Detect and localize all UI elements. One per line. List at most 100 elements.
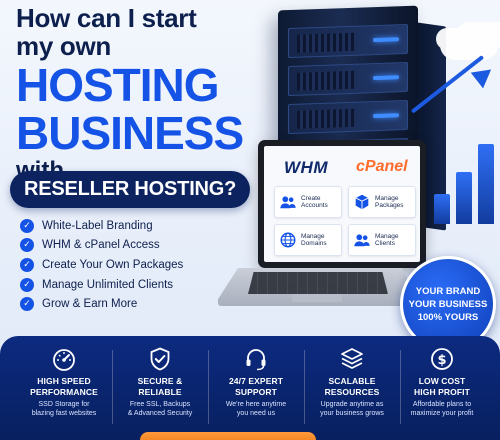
benefit-desc: Affordable plans to maximize your profit [392,400,492,418]
tile-label-line: Packages [375,202,404,209]
feature-label: Grow & Earn More [42,298,138,311]
headline-line-1: How can I start [16,3,197,33]
tile-manage-domains[interactable]: Manage Domains [274,224,342,256]
badge-line: 100% YOURS [417,311,479,323]
headline-business: BUSINESS [16,107,244,159]
headset-icon [246,349,266,371]
cta-button[interactable] [140,432,316,440]
feature-label: WHM & cPanel Access [42,239,160,252]
benefit-desc-line: Upgrade anytime as [320,401,384,408]
benefit-desc-line: blazing fast websites [31,410,97,417]
benefit-desc-line: maximize your profit [410,410,474,417]
server-unit [288,99,408,135]
laptop-screen: WHM cPanel Create Accounts Manage Packag… [258,140,426,268]
feature-item: ✓ White-Label Branding [20,216,260,236]
tile-create-accounts[interactable]: Create Accounts [274,186,342,218]
laptop-keyboard [248,272,388,294]
tile-label-line: Create [301,194,321,202]
benefit-title-line: SECURE & [137,376,183,386]
benefit-desc-line: your business grows [320,410,384,417]
headline-hosting: HOSTING [16,59,220,111]
benefit-desc-line: & Advanced Security [127,410,193,417]
benefit-desc: We're here anytime you need us [206,400,306,418]
divider [208,350,209,424]
tile-manage-clients[interactable]: Manage Clients [348,224,416,256]
feature-label: White-Label Branding [42,219,153,232]
benefits-bar: HIGH SPEED PERFORMANCE SSD Storage for b… [0,336,500,440]
tile-label: Manage Packages [375,195,404,210]
benefit-desc: SSD Storage for blazing fast websites [14,400,114,418]
benefit-title: HIGH SPEED PERFORMANCE [14,376,114,397]
benefit-desc-line: We're here anytime [225,401,287,408]
check-circle-icon: ✓ [20,297,34,312]
tile-label-line: Accounts [301,202,328,209]
feature-item: ✓ Grow & Earn More [20,294,260,314]
benefit-title: SECURE & RELIABLE [110,376,210,397]
growth-bar [434,194,450,224]
laptop-display: WHM cPanel Create Accounts Manage Packag… [264,146,420,262]
benefit-title-line: SCALABLE [328,376,376,386]
headline-line-2: my own [16,31,111,61]
benefit-title: SCALABLE RESOURCES [302,376,402,397]
benefit-item: SCALABLE RESOURCES Upgrade anytime as yo… [302,346,402,418]
tile-label-line: Domains [301,240,327,247]
cloud-icon [440,30,498,60]
cpanel-logo: cPanel [356,158,408,175]
benefit-title-line: PERFORMANCE [30,386,98,397]
feature-list: ✓ White-Label Branding ✓ WHM & cPanel Ac… [20,216,260,314]
dollar-coin-icon: $ [431,348,453,370]
benefit-desc-line: Free SSL, Backups [129,401,191,408]
benefit-title-line: SUPPORT [235,386,277,397]
benefit-desc: Upgrade anytime as your business grows [302,400,402,418]
reseller-hosting-pill: RESELLER HOSTING? [10,171,251,208]
benefit-title: LOW COST HIGH PROFIT [392,376,492,397]
tile-manage-packages[interactable]: Manage Packages [348,186,416,218]
tile-label: Create Accounts [301,195,328,210]
divider [400,350,401,424]
feature-item: ✓ Create Your Own Packages [20,255,260,275]
tile-label: Manage Clients [375,233,399,248]
tile-label-line: Manage [301,232,325,240]
tile-label-line: Manage [375,194,399,202]
feature-item: ✓ Manage Unlimited Clients [20,275,260,295]
users-icon [280,196,296,209]
growth-bar [478,144,494,224]
benefit-item: $ LOW COST HIGH PROFIT Affordable plans … [392,346,492,418]
headline: How can I start my own HOSTING BUSINESS … [16,4,296,184]
benefit-desc: Free SSL, Backups & Advanced Security [110,400,210,418]
server-unit [288,61,408,97]
benefit-desc-line: SSD Storage for [38,401,90,408]
divider [112,350,113,424]
divider [304,350,305,424]
speedometer-icon [53,349,75,371]
users-icon [354,234,370,247]
package-icon [355,194,369,210]
globe-icon [280,232,296,248]
whm-logo: WHM [284,158,328,177]
benefit-title-line: HIGH PROFIT [414,386,470,397]
benefit-item: SECURE & RELIABLE Free SSL, Backups & Ad… [110,346,210,418]
check-circle-icon: ✓ [20,277,34,292]
benefit-item: HIGH SPEED PERFORMANCE SSD Storage for b… [14,346,114,418]
benefit-title-line: HIGH SPEED [37,376,91,386]
benefit-title-line: RELIABLE [138,386,182,397]
badge-line: YOUR BRAND [415,285,481,297]
feature-label: Manage Unlimited Clients [42,278,174,291]
layers-icon [341,348,363,369]
shield-check-icon [150,347,170,371]
svg-text:$: $ [437,353,446,368]
tile-label-line: Manage [375,232,399,240]
check-circle-icon: ✓ [20,238,34,253]
check-circle-icon: ✓ [20,257,34,272]
benefit-title-line: LOW COST [418,376,466,386]
arrow-up-icon [470,61,498,89]
tile-label-line: Clients [375,240,395,247]
laptop-trackpad [292,294,342,302]
check-circle-icon: ✓ [20,218,34,233]
benefit-title-line: 24/7 EXPERT [228,376,283,386]
benefit-title: 24/7 EXPERT SUPPORT [206,376,306,397]
badge-line: YOUR BUSINESS [408,298,488,310]
benefit-desc-line: you need us [236,410,276,417]
server-unit [288,23,408,59]
benefit-title-line: RESOURCES [324,386,380,397]
